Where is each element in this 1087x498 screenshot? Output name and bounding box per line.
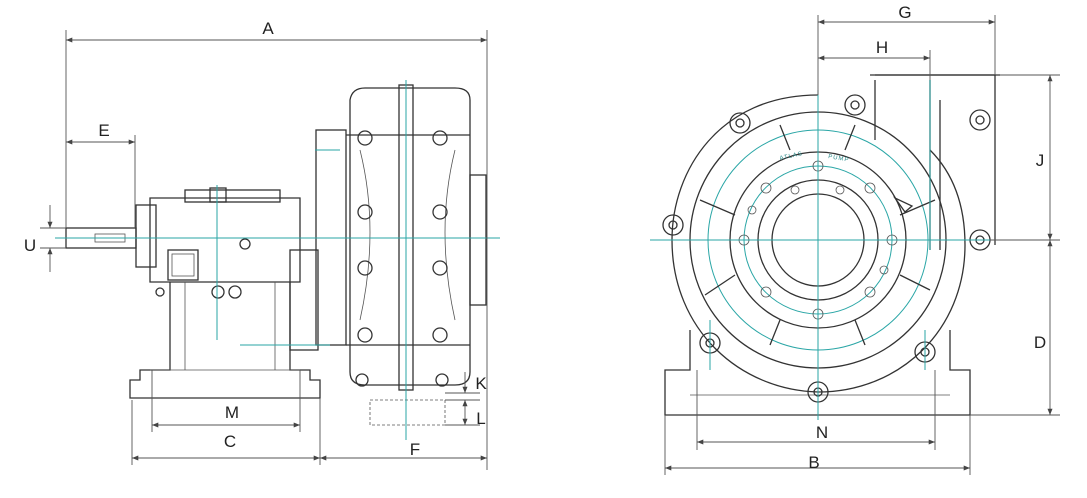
dim-label-g: G — [898, 3, 911, 22]
dim-label-k: K — [475, 374, 487, 393]
centerline — [55, 80, 500, 440]
pedestal — [129, 282, 321, 399]
dim-label-b: B — [808, 453, 819, 472]
front-view: ATLAS PUMP — [650, 74, 1000, 420]
volute-casing — [671, 94, 966, 393]
dim-label-m: M — [225, 403, 239, 422]
dim-label-d: D — [1034, 333, 1046, 352]
bearing-housing — [149, 197, 301, 283]
logo-pump: PUMP — [828, 154, 850, 164]
dim-label-l: L — [476, 409, 485, 428]
dim-label-j: J — [1036, 151, 1045, 170]
dim-label-c: C — [224, 432, 236, 451]
dim-label-u: U — [24, 236, 36, 255]
front-dimensions: G H J D N B — [664, 3, 1060, 475]
dim-label-n: N — [816, 423, 828, 442]
dim-label-h: H — [876, 38, 888, 57]
dim-label-f: F — [410, 440, 420, 459]
side-dimensions: A E U M C F K L — [24, 19, 488, 470]
nameplate — [167, 249, 199, 281]
centerline — [650, 80, 1000, 420]
logo-atlas: ATLAS — [779, 151, 803, 162]
side-view — [55, 80, 500, 440]
pump-casing — [349, 87, 471, 386]
ribs — [699, 124, 936, 346]
rotation-arrow-icon — [893, 196, 914, 213]
bearing-cap — [135, 204, 157, 268]
casing-bolts-front — [662, 94, 991, 403]
dim-label-e: E — [98, 121, 109, 140]
casing-bolts — [355, 130, 449, 387]
dim-label-a: A — [262, 19, 274, 38]
